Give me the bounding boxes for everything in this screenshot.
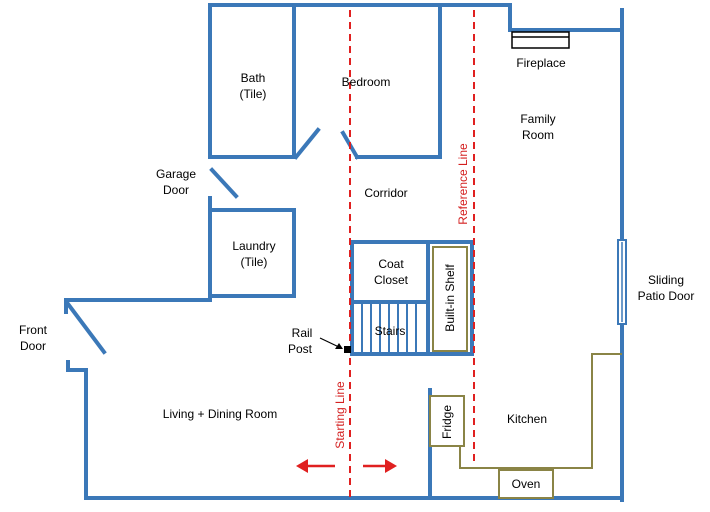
rail-post-marker	[344, 346, 351, 353]
stairs-label: Stairs	[375, 324, 406, 338]
coat-closet-label-2: Closet	[374, 273, 409, 287]
corridor-label: Corridor	[364, 186, 407, 200]
rail-post-label-1: Rail	[292, 326, 313, 340]
right-arrow-icon	[385, 459, 397, 473]
kitchen-label: Kitchen	[507, 412, 547, 426]
kitchen-counter	[459, 353, 622, 469]
laundry-label-2: (Tile)	[241, 255, 268, 269]
left-arrow-icon	[296, 459, 308, 473]
built-in-shelf-label: Built-in Shelf	[443, 264, 457, 332]
family-room-label-1: Family	[520, 112, 555, 126]
coat-closet-label-1: Coat	[378, 257, 404, 271]
living-dining-label: Living + Dining Room	[163, 407, 277, 421]
rail-post-label-2: Post	[288, 342, 313, 356]
garage-door-label-2: Door	[163, 183, 189, 197]
sliding-door-label-2: Patio Door	[638, 289, 695, 303]
front-door-swing	[65, 301, 107, 355]
garage-door-swing	[209, 167, 239, 199]
bath-label-1: Bath	[241, 71, 266, 85]
rail-post-pointer-head	[335, 343, 343, 349]
built-in-shelf-box	[432, 246, 468, 352]
laundry-label-1: Laundry	[232, 239, 275, 253]
reference-line-label: Reference Line	[456, 143, 470, 225]
fireplace-icon	[511, 31, 570, 49]
front-door-label-1: Front	[19, 323, 48, 337]
front-door-label-2: Door	[20, 339, 46, 353]
family-room-label-2: Room	[522, 128, 554, 142]
oven-label: Oven	[512, 477, 541, 491]
bath-door-swing	[293, 127, 321, 160]
starting-line-label: Starting Line	[333, 381, 347, 449]
fireplace-label: Fireplace	[516, 56, 566, 70]
oven-box	[498, 469, 554, 499]
bath-label-2: (Tile)	[240, 87, 267, 101]
bedroom-label: Bedroom	[342, 75, 391, 89]
sliding-door-label-1: Sliding	[648, 273, 684, 287]
fridge-box	[429, 395, 465, 447]
stairs-treads	[361, 304, 417, 352]
garage-door-label-1: Garage	[156, 167, 196, 181]
fridge-label: Fridge	[440, 405, 454, 439]
